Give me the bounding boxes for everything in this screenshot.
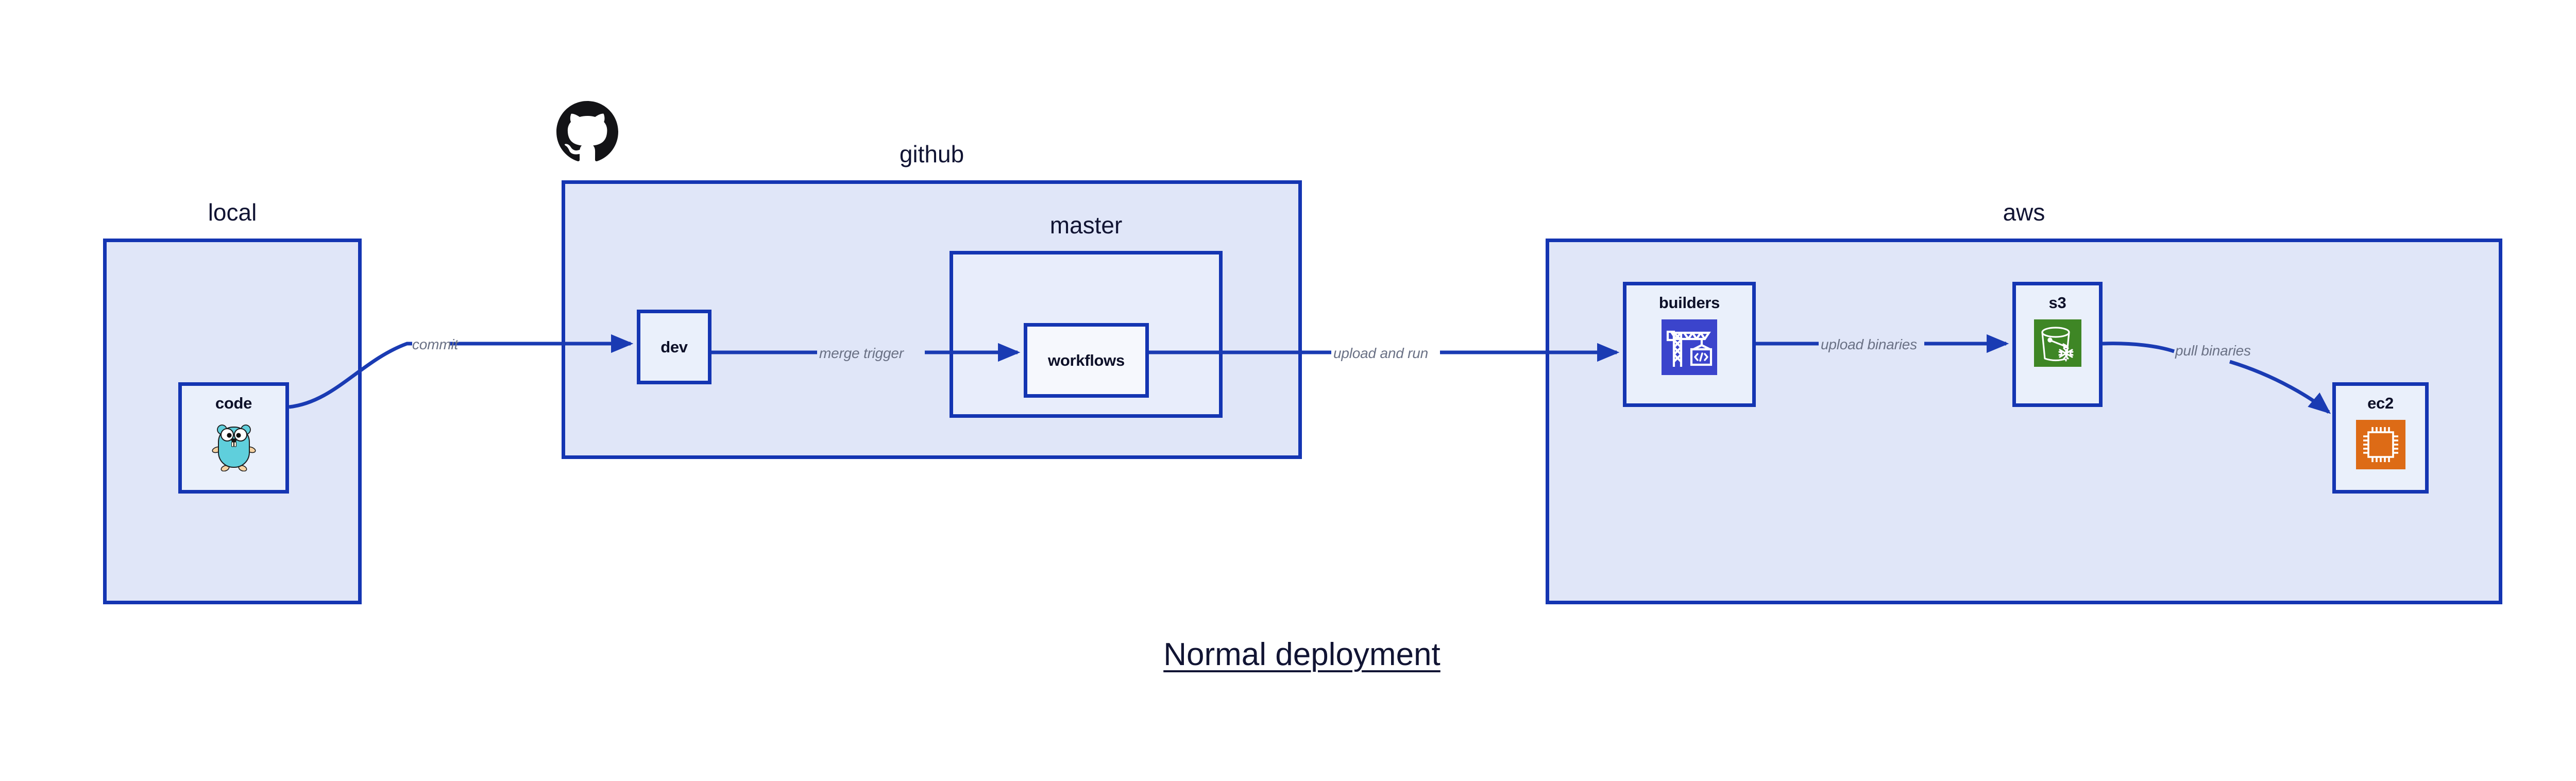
node-dev[interactable]: dev — [637, 310, 711, 384]
zone-title-master: master — [1049, 212, 1123, 239]
aws-builder-icon — [1662, 319, 1717, 375]
diagram-title: Normal deployment — [1163, 637, 1440, 672]
zone-title-github: github — [899, 141, 964, 167]
node-workflows[interactable]: workflows — [1024, 323, 1149, 398]
github-octocat-icon — [556, 101, 618, 163]
edge-label-upload-and-run: upload and run — [1333, 345, 1429, 361]
edge-label-pull-binaries: pull binaries — [2175, 343, 2251, 359]
zone-title-aws: aws — [2003, 199, 2045, 226]
node-s3-label: s3 — [2048, 294, 2066, 312]
node-code-label: code — [215, 394, 252, 412]
node-dev-label: dev — [660, 337, 688, 356]
zone-title-local: local — [208, 199, 257, 226]
aws-s3-icon — [2033, 319, 2081, 367]
node-workflows-label: workflows — [1048, 351, 1125, 369]
node-builders-label: builders — [1658, 294, 1720, 312]
aws-ec2-icon — [2355, 420, 2405, 469]
edge-label-commit: commit — [412, 336, 459, 352]
edge-label-merge-trigger: merge trigger — [819, 345, 904, 361]
go-gopher-icon — [210, 420, 258, 472]
node-builders[interactable]: builders — [1623, 282, 1756, 407]
node-s3[interactable]: s3 — [2012, 282, 2103, 407]
node-ec2[interactable]: ec2 — [2332, 382, 2429, 494]
node-code[interactable]: code — [178, 382, 289, 494]
edge-label-upload-binaries: upload binaries — [1821, 336, 1917, 352]
node-ec2-label: ec2 — [2367, 394, 2394, 412]
